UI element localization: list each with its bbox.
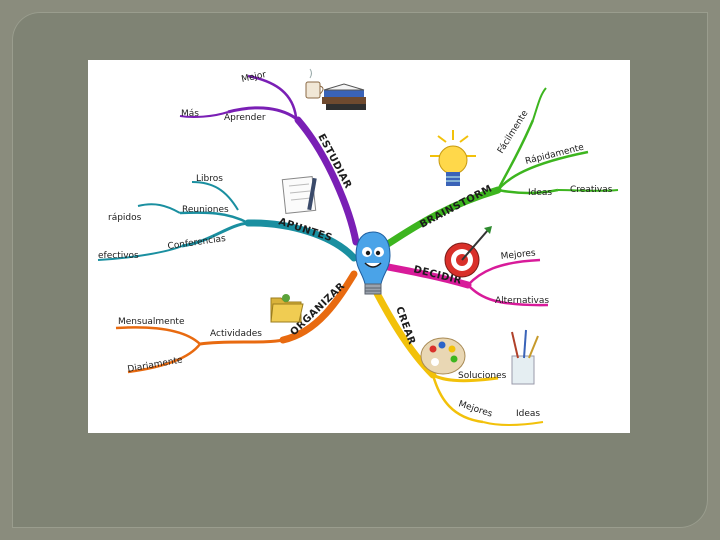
leaf-aprender: Aprender (224, 113, 266, 123)
leaf-rapidos: rápidos (108, 213, 142, 223)
leaf-creativas: Creativas (570, 185, 613, 195)
branch-apuntes: APUNTES Libros Reuniones rápidos Confere… (97, 174, 358, 262)
leaf-actividades: Actividades (210, 329, 262, 339)
leaf-ideas-crear: Ideas (516, 409, 540, 419)
leaf-alternativas: Alternativas (495, 296, 549, 306)
branch-label-apuntes: APUNTES (277, 216, 334, 244)
leaf-efectivos: efectivos (98, 251, 139, 261)
mind-map-slide: ESTUDIAR Aprender Mejor Más APUNTES Libr… (88, 60, 630, 433)
leaf-libros: Libros (196, 174, 223, 184)
folder-icon (270, 294, 304, 323)
leaf-mas: Más (181, 109, 199, 119)
leaf-mejor: Mejor (241, 70, 268, 85)
lightbulb-icon (430, 130, 476, 186)
leaf-reuniones: Reuniones (182, 205, 229, 215)
mind-map-canvas: ESTUDIAR Aprender Mejor Más APUNTES Libr… (97, 68, 619, 426)
branch-label-brainstorm: BRAINSTORM (418, 183, 494, 230)
books-coffee-icon (305, 68, 366, 110)
notepad-icon (281, 175, 317, 215)
paint-palette-icon (420, 329, 539, 385)
leaf-diariamente: Diariamente (127, 355, 184, 375)
branch-brainstorm: BRAINSTORM Fácilmente Rápidamente Ideas … (374, 87, 619, 254)
leaf-mensualmente: Mensualmente (118, 317, 185, 327)
leaf-ideas-brainstorm: Ideas (528, 188, 552, 198)
leaf-soluciones: Soluciones (458, 371, 507, 381)
branch-organizar: ORGANIZAR Actividades Mensualmente Diari… (115, 270, 358, 375)
target-dart-icon (444, 226, 492, 278)
smiling-lightbulb-icon (355, 231, 391, 295)
leaf-conferencias: Conferencias (167, 234, 227, 252)
leaf-mejores-decidir: Mejores (500, 248, 536, 262)
leaf-facilmente: Fácilmente (496, 108, 531, 155)
branch-estudiar: ESTUDIAR Aprender Mejor Más (179, 70, 360, 246)
